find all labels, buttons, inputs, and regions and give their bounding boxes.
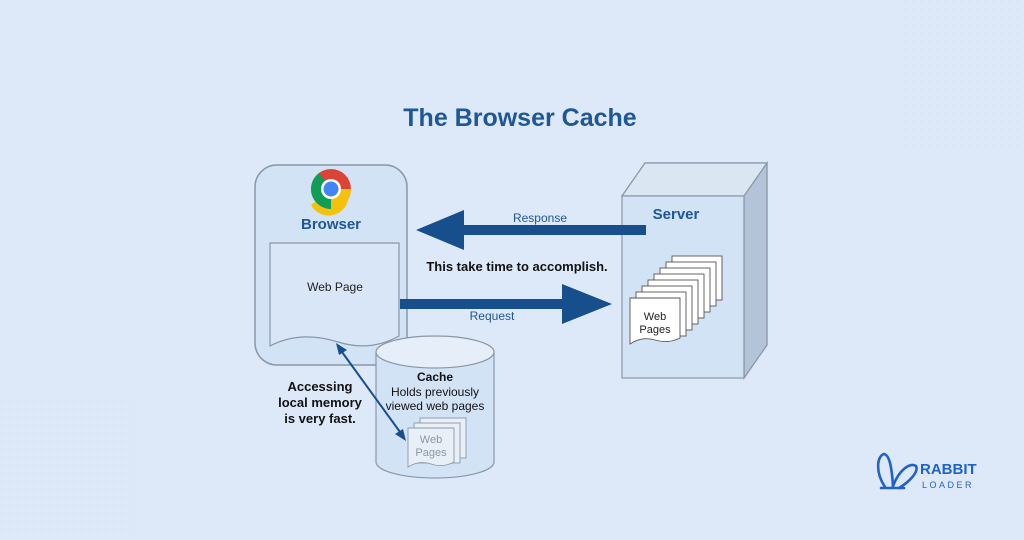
local-access-arrow [336, 343, 406, 441]
server-pages-stack [629, 255, 723, 345]
request-label: Request [470, 309, 515, 323]
timing-note: This take time to accomplish. [426, 259, 607, 274]
server-pages-line2: Pages [639, 324, 671, 336]
rabbit-loader-logo: RABBIT LOADER [876, 452, 977, 490]
local-note-line3: is very fast. [284, 411, 356, 426]
brand-line1: RABBIT [920, 461, 977, 478]
browser-window: Browser Web Page [254, 164, 408, 366]
cache-desc-line2: viewed web pages [386, 399, 485, 413]
cache-pages-line2: Pages [415, 447, 447, 459]
rabbit-ears-icon [876, 452, 918, 490]
decor-dots-top-right [900, 0, 1024, 150]
diagram-title: The Browser Cache [403, 104, 637, 132]
browser-label: Browser [301, 216, 361, 233]
cache-pages-stack [407, 417, 467, 468]
cache-desc-line1: Holds previously [391, 385, 479, 399]
response-arrow [416, 210, 646, 250]
web-page-sheet [269, 242, 400, 347]
server-label: Server [653, 206, 700, 223]
cache-pages-line1: Web [420, 434, 442, 446]
web-page-label: Web Page [307, 280, 363, 294]
request-arrow [400, 284, 612, 324]
local-note-line2: local memory [278, 395, 363, 410]
local-note-line1: Accessing [287, 379, 352, 394]
chrome-logo-icon [311, 169, 351, 216]
server-box: Server Web Pages [620, 161, 769, 380]
decor-dots-bottom-left [0, 400, 130, 535]
cache-title: Cache [417, 370, 453, 384]
brand-line2: LOADER [922, 480, 974, 490]
response-label: Response [513, 211, 567, 225]
server-pages-line1: Web [644, 311, 666, 323]
